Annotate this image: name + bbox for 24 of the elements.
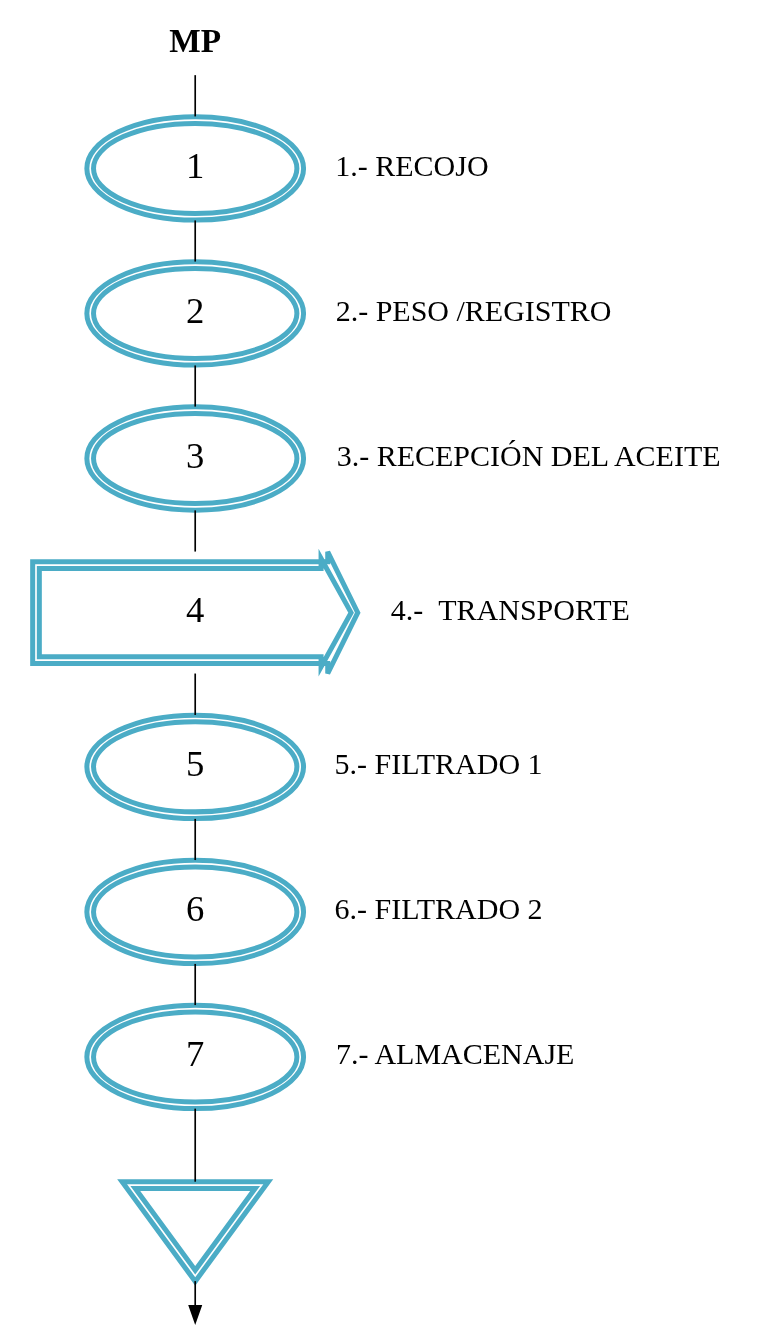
node-text: MP — [168, 21, 221, 59]
node-label: 3.- RECEPCIÓN DEL ACEITE — [336, 438, 721, 472]
node-label: 4.- TRANSPORTE — [390, 593, 630, 626]
node-ellipse: 3 — [83, 404, 306, 513]
connector — [193, 672, 196, 716]
connector — [193, 219, 196, 263]
connector — [193, 74, 196, 118]
node-label: 6.- FILTRADO 2 — [334, 892, 543, 926]
node-label: 1.- RECOJO — [334, 148, 489, 182]
connector — [193, 364, 196, 408]
node-label: 2.- PESO /REGISTRO — [335, 293, 612, 327]
node-label: 5.- FILTRADO 1 — [334, 747, 543, 781]
node-ellipse: 6 — [83, 857, 306, 967]
node-triangle — [116, 1179, 273, 1286]
arrow — [187, 1280, 202, 1326]
node-ellipse: 2 — [83, 259, 306, 368]
node-ellipse: 1 — [83, 114, 306, 223]
connector — [193, 963, 196, 1006]
node-label: 7.- ALMACENAJE — [335, 1037, 574, 1071]
node-ellipse: 7 — [83, 1002, 306, 1112]
connector — [193, 509, 196, 553]
connector — [193, 818, 196, 861]
connector — [193, 1107, 196, 1183]
node-ellipse: 5 — [83, 712, 306, 822]
